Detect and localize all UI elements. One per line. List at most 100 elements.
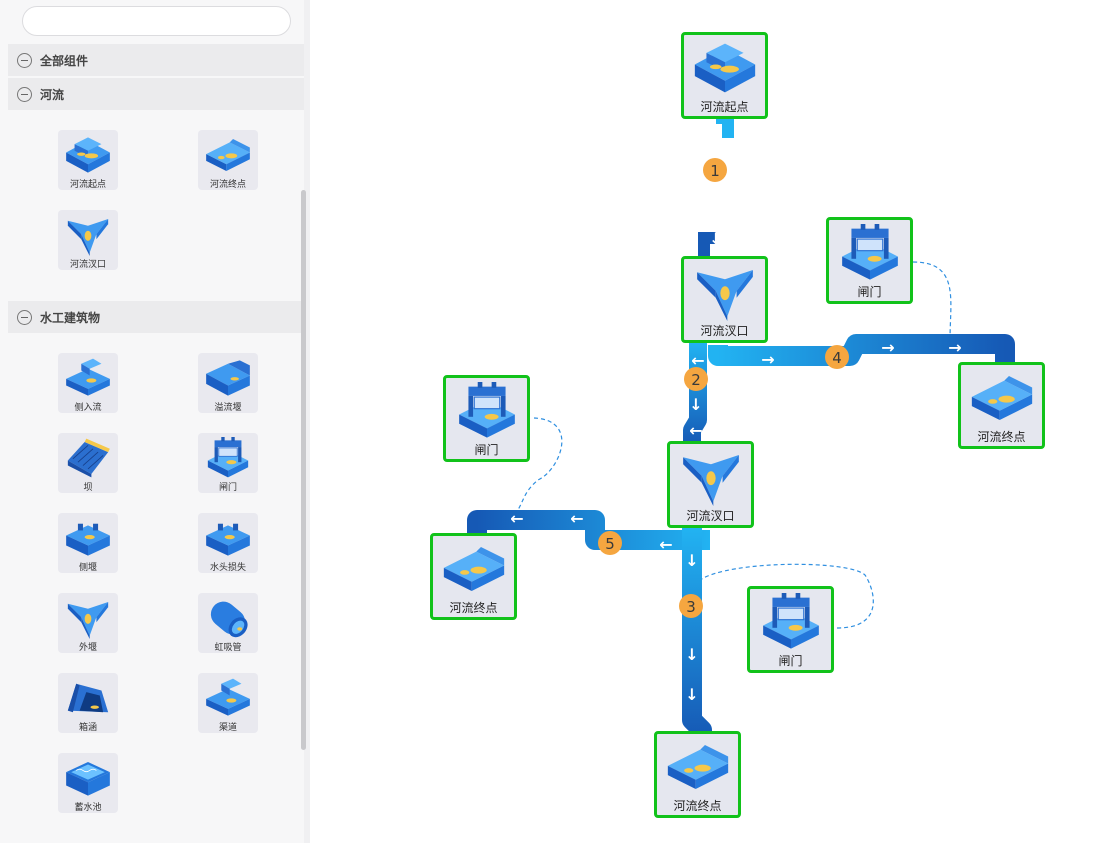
component-head-loss[interactable]: 水头损失 xyxy=(198,513,258,573)
reach-number: 5 xyxy=(605,535,615,553)
reach-badge-2[interactable]: 2 xyxy=(684,367,708,391)
component-river-end[interactable]: 河流终点 xyxy=(198,130,258,190)
node-river-end-2[interactable]: 河流终点 xyxy=(430,533,517,620)
sidebar-edge xyxy=(304,0,310,843)
node-river-end-1[interactable]: 河流终点 xyxy=(958,362,1045,449)
reach-number: 1 xyxy=(710,162,720,180)
gate-icon xyxy=(834,224,906,282)
arrow-down-icon: ↓ xyxy=(709,229,722,248)
component-gate[interactable]: 闸门 xyxy=(198,433,258,493)
component-overflow-weir[interactable]: 溢流堰 xyxy=(198,353,258,413)
arrow-down-icon: ↓ xyxy=(689,395,702,414)
arrow-left-icon: ← xyxy=(571,535,584,554)
node-label: 闸门 xyxy=(474,443,499,457)
arrow-right-icon: → xyxy=(948,338,961,357)
siphon-icon xyxy=(200,597,256,639)
component-label: 侧入流 xyxy=(74,403,102,413)
river-start-icon xyxy=(60,134,116,176)
river-junction-icon xyxy=(60,214,116,256)
component-box-culvert[interactable]: 箱涵 xyxy=(58,673,118,733)
node-label: 河流汊口 xyxy=(700,324,749,338)
sidebar-scrollbar[interactable] xyxy=(301,190,306,750)
arrow-down-icon: ↓ xyxy=(685,685,698,704)
reach-badge-1[interactable]: 1 xyxy=(703,158,727,182)
side-weir-icon xyxy=(60,517,116,559)
component-side-inflow[interactable]: 侧入流 xyxy=(58,353,118,413)
reach-4[interactable] xyxy=(708,334,1015,366)
box-culvert-icon xyxy=(60,677,116,719)
node-label: 河流起点 xyxy=(700,100,749,114)
side-inflow-icon xyxy=(60,357,116,399)
reach-badge-3[interactable]: 3 xyxy=(679,594,703,618)
reach-number: 2 xyxy=(691,371,701,389)
group-all-components[interactable]: 全部组件 xyxy=(8,44,304,76)
node-label: 河流终点 xyxy=(673,799,722,813)
outer-weir-icon xyxy=(60,597,116,639)
arrow-left-icon: ← xyxy=(659,535,672,554)
arrow-down-icon: ↓ xyxy=(685,551,698,570)
node-label: 闸门 xyxy=(778,654,803,668)
reach-badge-4[interactable]: 4 xyxy=(825,345,849,369)
component-label: 溢流堰 xyxy=(214,403,242,413)
node-label: 河流汊口 xyxy=(686,509,735,523)
node-river-junction-2[interactable]: 河流汊口 xyxy=(667,441,754,528)
river-junction-icon xyxy=(689,263,761,321)
component-label: 水头损失 xyxy=(209,563,246,573)
node-river-junction-1[interactable]: 河流汊口 xyxy=(681,256,768,343)
group-river[interactable]: 河流 xyxy=(8,78,304,110)
connections-layer: ↓ ↓ ↓ → → → ← ↓ ← ← ← ← ← ↓ ↓ ↓ 1 2 xyxy=(467,112,1015,740)
node-river-end-3[interactable]: 河流终点 xyxy=(654,731,741,818)
search-input[interactable] xyxy=(22,6,291,36)
component-label: 坝 xyxy=(83,483,93,493)
group-hydraulic-structures[interactable]: 水工建筑物 xyxy=(8,301,304,333)
component-label: 蓄水池 xyxy=(74,803,102,813)
collapse-icon[interactable] xyxy=(17,86,32,102)
component-outer-weir[interactable]: 外堰 xyxy=(58,593,118,653)
component-reservoir[interactable]: 蓄水池 xyxy=(58,753,118,813)
reservoir-icon xyxy=(60,757,116,799)
channel-icon xyxy=(200,677,256,719)
flow-canvas[interactable]: ↓ ↓ ↓ → → → ← ↓ ← ← ← ← ← ↓ ↓ ↓ 1 2 xyxy=(310,0,1120,843)
gate-icon xyxy=(755,593,827,651)
arrow-left-icon: ← xyxy=(689,421,702,440)
component-side-weir[interactable]: 侧堰 xyxy=(58,513,118,573)
component-river-junction[interactable]: 河流汊口 xyxy=(58,210,118,270)
arrow-right-icon: → xyxy=(881,338,894,357)
collapse-icon[interactable] xyxy=(17,52,32,68)
head-loss-icon xyxy=(200,517,256,559)
gate-icon xyxy=(200,437,256,479)
arrow-down-icon: ↓ xyxy=(709,197,722,216)
arrow-left-icon: ← xyxy=(510,509,523,528)
collapse-icon[interactable] xyxy=(17,309,32,325)
arrow-right-icon: → xyxy=(761,350,774,369)
river-junction-icon xyxy=(675,448,747,506)
component-channel[interactable]: 渠道 xyxy=(198,673,258,733)
group-label: 全部组件 xyxy=(40,53,89,68)
component-label: 闸门 xyxy=(218,483,237,493)
gate-icon xyxy=(451,382,523,440)
component-river-start[interactable]: 河流起点 xyxy=(58,130,118,190)
node-river-start[interactable]: 河流起点 xyxy=(681,32,768,119)
reach-5[interactable] xyxy=(467,510,710,550)
dam-icon xyxy=(60,437,116,479)
reach-badge-5[interactable]: 5 xyxy=(598,531,622,555)
gate-link-3[interactable] xyxy=(699,563,874,629)
component-sidebar: 全部组件 河流 河流起点 河流终点 河流汊口 水工建筑物 侧入流 溢流堰 坝 闸… xyxy=(0,0,310,843)
gate-link-1[interactable] xyxy=(912,261,952,341)
component-label: 侧堰 xyxy=(78,563,97,573)
group-label: 河流 xyxy=(40,87,65,102)
node-gate-1[interactable]: 闸门 xyxy=(826,217,913,304)
group-label: 水工建筑物 xyxy=(40,310,101,325)
node-gate-2[interactable]: 闸门 xyxy=(443,375,530,462)
component-label: 河流终点 xyxy=(209,180,246,190)
node-label: 河流终点 xyxy=(449,601,498,615)
reach-number: 3 xyxy=(686,598,696,616)
overflow-weir-icon xyxy=(200,357,256,399)
river-start-icon xyxy=(689,39,761,97)
river-end-icon xyxy=(438,540,510,598)
component-label: 渠道 xyxy=(218,723,237,733)
component-siphon[interactable]: 虹吸管 xyxy=(198,593,258,653)
component-dam[interactable]: 坝 xyxy=(58,433,118,493)
arrow-left-icon: ← xyxy=(570,509,583,528)
node-gate-3[interactable]: 闸门 xyxy=(747,586,834,673)
